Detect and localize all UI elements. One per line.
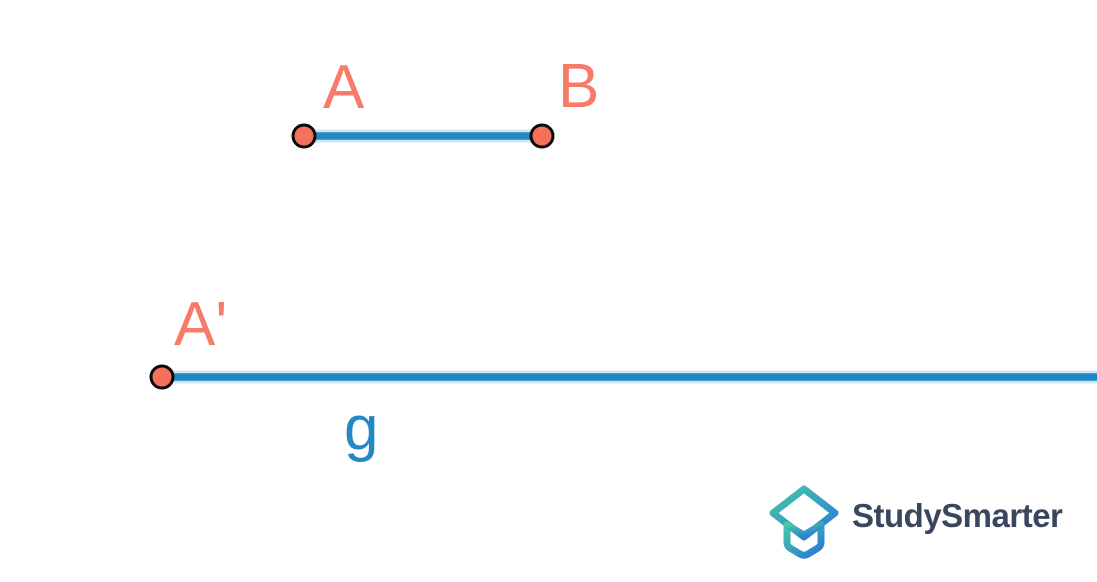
label-A: A xyxy=(323,53,365,122)
point-B xyxy=(529,123,555,149)
point-A-prime xyxy=(149,364,175,390)
label-A-prime: A' xyxy=(174,290,227,359)
label-g: g xyxy=(344,394,378,463)
studysmarter-logo: StudySmarter xyxy=(766,484,1063,560)
studysmarter-box-icon xyxy=(769,485,839,559)
label-B: B xyxy=(558,52,599,121)
studysmarter-wordmark: StudySmarter xyxy=(852,497,1063,534)
point-A xyxy=(291,123,317,149)
